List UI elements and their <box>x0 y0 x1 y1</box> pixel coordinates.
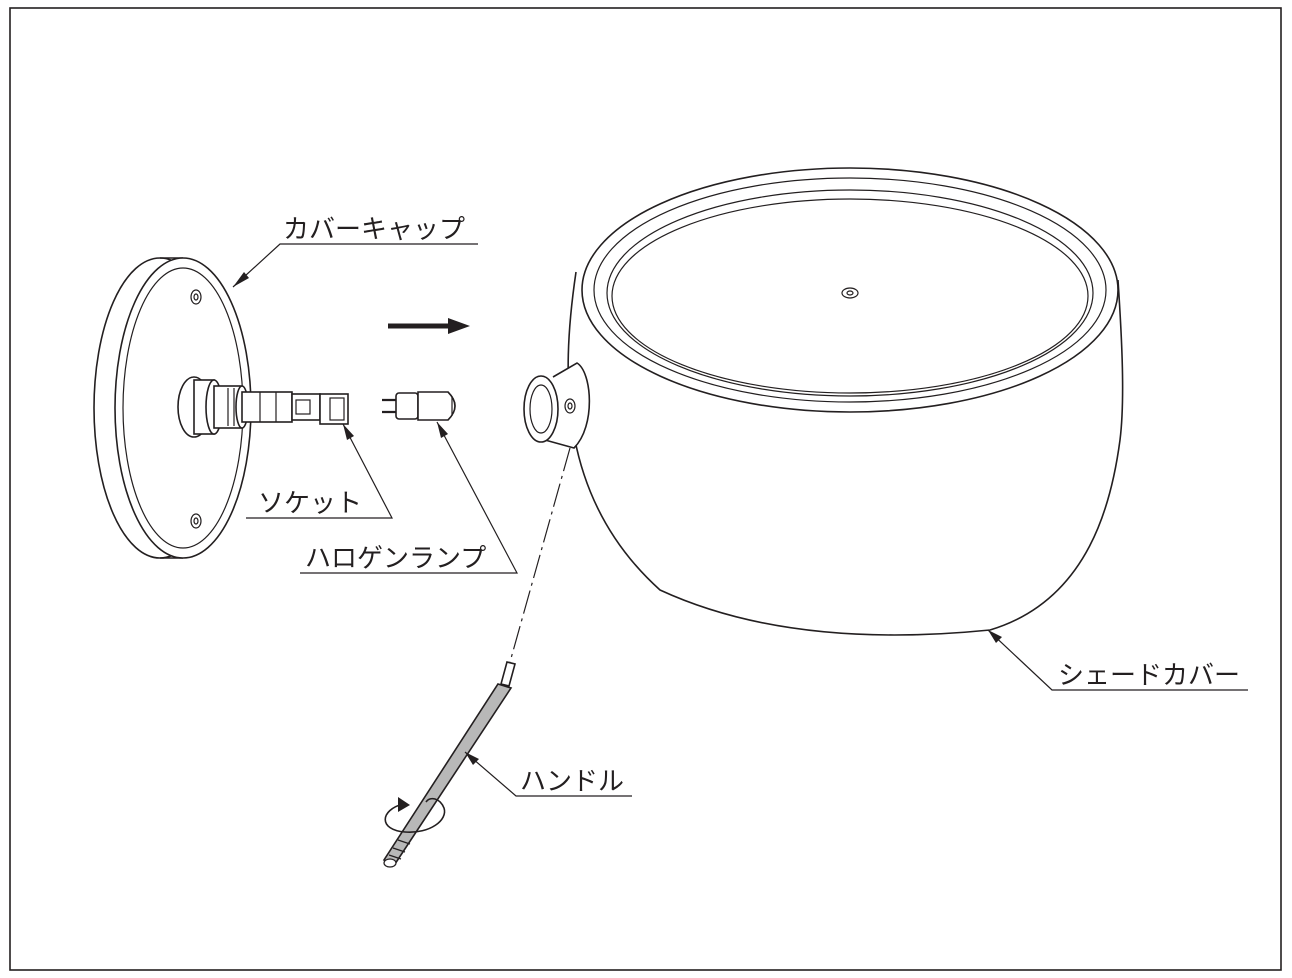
center-hole-icon <box>841 287 859 299</box>
socket <box>177 376 349 438</box>
drawing-frame <box>9 7 1282 971</box>
arrow-right-icon <box>388 318 470 334</box>
rotate-arrow-icon <box>384 797 446 833</box>
leader-shade-cover <box>987 629 1248 691</box>
screw-icon <box>190 513 202 529</box>
leader-cover-cap <box>232 243 478 288</box>
leader-socket <box>246 423 393 519</box>
halogen-lamp <box>382 391 456 421</box>
label-halogen-lamp: ハロゲンランプ <box>305 544 486 574</box>
handle <box>382 661 516 868</box>
screw-icon <box>190 289 202 305</box>
label-shade-cover: シェードカバー <box>1058 661 1240 691</box>
leader-handle <box>464 751 632 797</box>
label-socket: ソケット <box>258 489 362 519</box>
label-cover-cap: カバーキャップ <box>283 215 465 245</box>
leader-halogen-lamp <box>300 421 518 574</box>
label-handle: ハンドル <box>520 767 624 797</box>
set-screw-icon <box>564 398 576 414</box>
shade-cover <box>523 167 1124 636</box>
alignment-centerline <box>509 447 571 663</box>
